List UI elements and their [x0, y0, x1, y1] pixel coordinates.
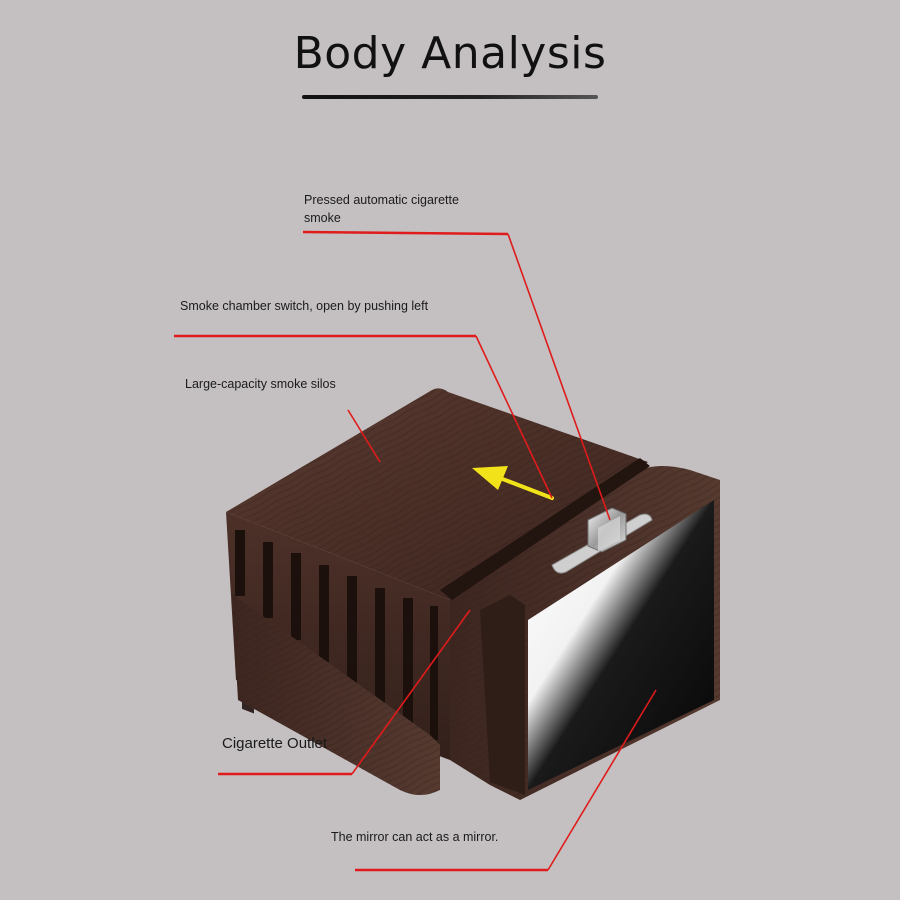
slat-ribs: [235, 530, 438, 740]
push-switch: [587, 507, 627, 553]
annotation-smoke-silos: Large-capacity smoke silos: [185, 377, 336, 391]
annotation-smoke-chamber-switch: Smoke chamber switch, open by pushing le…: [180, 299, 429, 313]
leader-lines: [174, 230, 657, 872]
left-arrow-icon: [472, 466, 554, 500]
annotation-cigarette-outlet: Cigarette Outlet: [222, 735, 328, 752]
side-panel: [226, 512, 450, 760]
page-title: Body Analysis: [293, 28, 607, 79]
mirror-surface: [528, 500, 714, 790]
annotation-pressed-automatic: Pressed automatic cigarette smoke: [304, 193, 459, 225]
annotation-mirror: The mirror can act as a mirror.: [331, 830, 499, 844]
title-underline: [302, 95, 598, 99]
smoke-chamber-channel: [440, 458, 650, 600]
